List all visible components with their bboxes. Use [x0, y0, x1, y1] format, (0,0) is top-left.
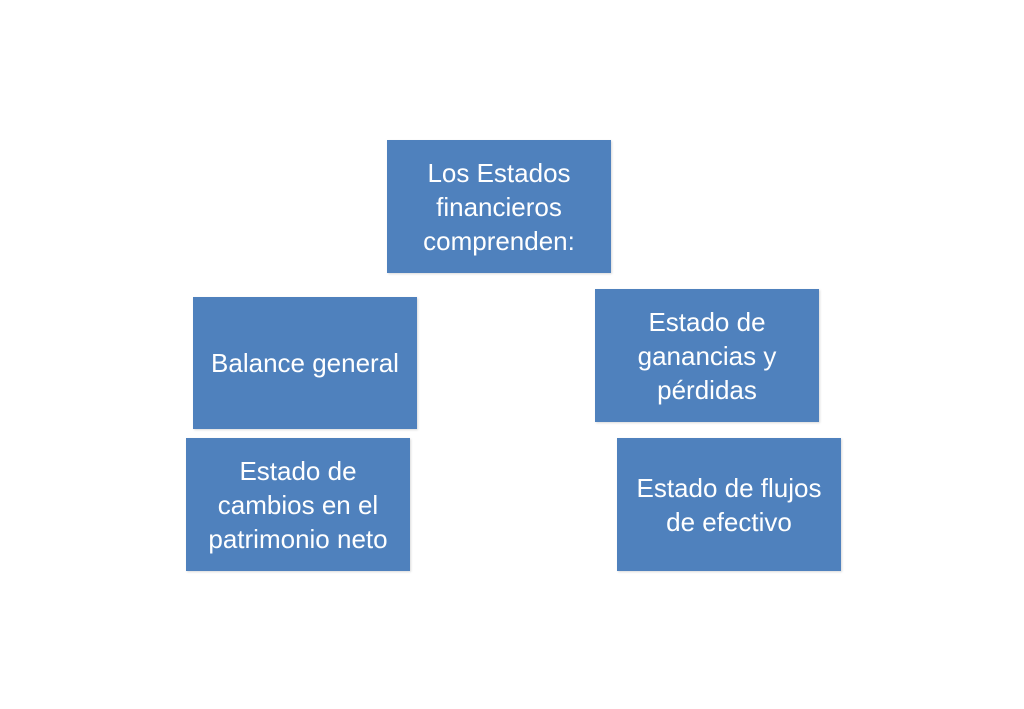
node-estado-ganancias-perdidas: Estado de ganancias y pérdidas	[595, 289, 819, 422]
node-label: Estado de ganancias y pérdidas	[637, 306, 777, 405]
root-node-label: Los Estados financieros comprenden:	[423, 157, 575, 256]
node-estado-flujos-efectivo: Estado de flujos de efectivo	[617, 438, 841, 571]
node-label: Estado de cambios en el patrimonio neto	[208, 455, 388, 554]
node-label: Estado de flujos de efectivo	[636, 472, 822, 537]
node-balance-general: Balance general	[193, 297, 417, 429]
node-label: Balance general	[211, 348, 399, 378]
node-estado-cambios-patrimonio: Estado de cambios en el patrimonio neto	[186, 438, 410, 571]
diagram-root-node: Los Estados financieros comprenden:	[387, 140, 611, 273]
